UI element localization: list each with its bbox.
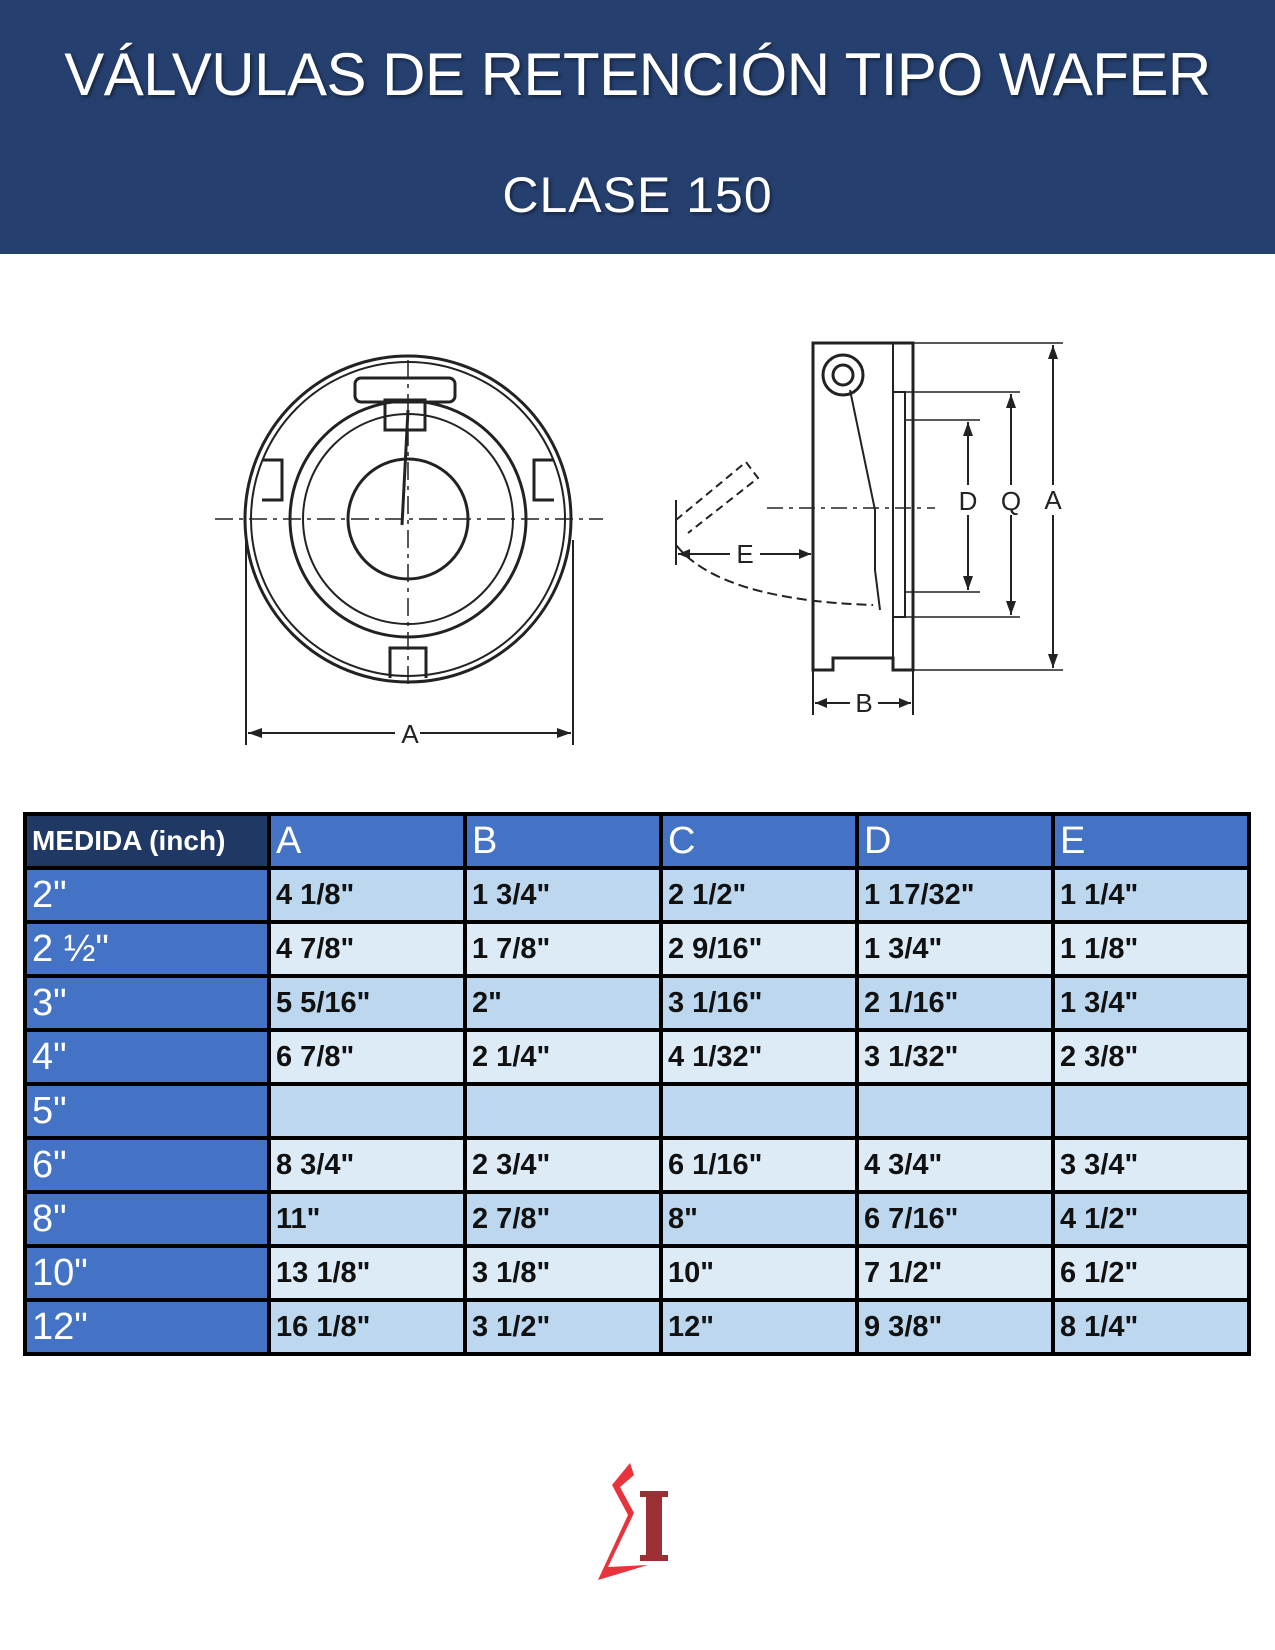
table-row: 8"11"2 7/8"8"6 7/16"4 1/2" [23, 1190, 1251, 1248]
page-subtitle: CLASE 150 [502, 167, 773, 223]
value-cell-e: 8 1/4" [1051, 1298, 1251, 1356]
value-cell-b: 2" [463, 974, 663, 1032]
side-view: A Q D E B [675, 341, 1063, 718]
value-cell-c: 2 1/2" [659, 866, 859, 924]
size-cell: 3" [23, 974, 271, 1032]
value-cell-a: 8 3/4" [267, 1136, 467, 1194]
value-cell-c: 12" [659, 1298, 859, 1356]
value-cell-a: 11" [267, 1190, 467, 1248]
column-header-d: D [855, 812, 1055, 870]
table-row: 4"6 7/8"2 1/4"4 1/32"3 1/32"2 3/8" [23, 1028, 1251, 1086]
value-cell-d: 2 1/16" [855, 974, 1055, 1032]
value-cell-a: 4 7/8" [267, 920, 467, 978]
value-cell-a: 5 5/16" [267, 974, 467, 1032]
value-cell-a: 6 7/8" [267, 1028, 467, 1086]
value-cell-e: 1 3/4" [1051, 974, 1251, 1032]
value-cell-d: 1 17/32" [855, 866, 1055, 924]
front-view: A [215, 354, 603, 749]
table-row: 10"13 1/8"3 1/8"10"7 1/2"6 1/2" [23, 1244, 1251, 1302]
value-cell-b: 2 7/8" [463, 1190, 663, 1248]
value-cell-b: 3 1/8" [463, 1244, 663, 1302]
dimension-label-a-side: A [1044, 485, 1062, 515]
dimension-label-e: E [736, 539, 753, 569]
value-cell-a [267, 1082, 467, 1140]
value-cell-c: 4 1/32" [659, 1028, 859, 1086]
table-header-row: MEDIDA (inch) A B C D E [23, 812, 1251, 870]
value-cell-d: 9 3/8" [855, 1298, 1055, 1356]
value-cell-b [463, 1082, 663, 1140]
dimension-label-d: D [959, 486, 978, 516]
value-cell-b: 1 7/8" [463, 920, 663, 978]
value-cell-c: 3 1/16" [659, 974, 859, 1032]
value-cell-e [1051, 1082, 1251, 1140]
dimensions-table: MEDIDA (inch) A B C D E 2"4 1/8"1 3/4"2 … [23, 812, 1251, 1356]
value-cell-d: 6 7/16" [855, 1190, 1055, 1248]
value-cell-e: 4 1/2" [1051, 1190, 1251, 1248]
column-header-medida: MEDIDA (inch) [23, 812, 271, 870]
table-row: 12"16 1/8"3 1/2"12"9 3/8"8 1/4" [23, 1298, 1251, 1356]
value-cell-c: 2 9/16" [659, 920, 859, 978]
size-cell: 12" [23, 1298, 271, 1356]
value-cell-c: 8" [659, 1190, 859, 1248]
column-header-a: A [267, 812, 467, 870]
table-row: 2 ½"4 7/8"1 7/8"2 9/16"1 3/4"1 1/8" [23, 920, 1251, 978]
value-cell-d [855, 1082, 1055, 1140]
size-cell: 5" [23, 1082, 271, 1140]
value-cell-e: 1 1/8" [1051, 920, 1251, 978]
table-row: 5" [23, 1082, 1251, 1140]
value-cell-d: 4 3/4" [855, 1136, 1055, 1194]
table-row: 2"4 1/8"1 3/4"2 1/2"1 17/32"1 1/4" [23, 866, 1251, 924]
value-cell-c: 6 1/16" [659, 1136, 859, 1194]
value-cell-e: 6 1/2" [1051, 1244, 1251, 1302]
value-cell-b: 2 3/4" [463, 1136, 663, 1194]
value-cell-b: 2 1/4" [463, 1028, 663, 1086]
column-header-b: B [463, 812, 663, 870]
column-header-c: C [659, 812, 859, 870]
size-cell: 2" [23, 866, 271, 924]
size-cell: 8" [23, 1190, 271, 1248]
value-cell-e: 2 3/8" [1051, 1028, 1251, 1086]
value-cell-d: 7 1/2" [855, 1244, 1055, 1302]
size-cell: 4" [23, 1028, 271, 1086]
size-cell: 6" [23, 1136, 271, 1194]
value-cell-b: 3 1/2" [463, 1298, 663, 1356]
valve-technical-drawing: A A Q D E B [215, 341, 1063, 749]
value-cell-a: 4 1/8" [267, 866, 467, 924]
page-header: VÁLVULAS DE RETENCIÓN TIPO WAFER CLASE 1… [0, 0, 1275, 254]
size-cell: 10" [23, 1244, 271, 1302]
value-cell-c [659, 1082, 859, 1140]
value-cell-c: 10" [659, 1244, 859, 1302]
value-cell-e: 1 1/4" [1051, 866, 1251, 924]
dimension-label-b: B [855, 688, 872, 718]
value-cell-a: 13 1/8" [267, 1244, 467, 1302]
company-logo [598, 1463, 668, 1580]
page-title: VÁLVULAS DE RETENCIÓN TIPO WAFER [64, 41, 1211, 108]
value-cell-d: 3 1/32" [855, 1028, 1055, 1086]
size-cell: 2 ½" [23, 920, 271, 978]
table-row: 6"8 3/4"2 3/4"6 1/16"4 3/4"3 3/4" [23, 1136, 1251, 1194]
column-header-e: E [1051, 812, 1251, 870]
value-cell-a: 16 1/8" [267, 1298, 467, 1356]
dimension-label-a: A [401, 719, 419, 749]
value-cell-d: 1 3/4" [855, 920, 1055, 978]
value-cell-e: 3 3/4" [1051, 1136, 1251, 1194]
dimension-label-q: Q [1001, 486, 1021, 516]
table-row: 3"5 5/16"2"3 1/16"2 1/16"1 3/4" [23, 974, 1251, 1032]
value-cell-b: 1 3/4" [463, 866, 663, 924]
